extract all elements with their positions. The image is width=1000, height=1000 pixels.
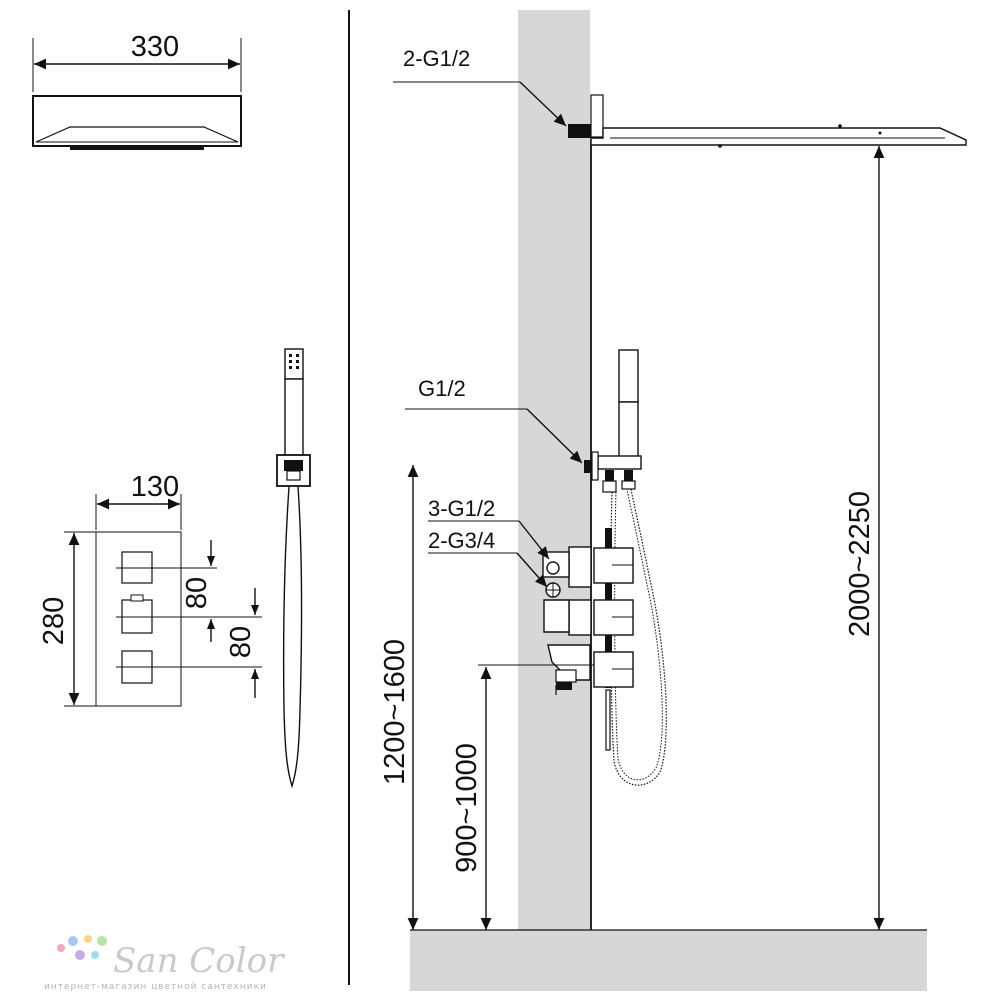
- dimension-label-head-height: 2000~2250: [844, 491, 876, 637]
- logo-dot: [97, 936, 107, 946]
- dimension-label-hand-height: 1200~1600: [379, 639, 411, 785]
- logo-dot: [84, 935, 92, 943]
- hand-shower-nozzle-head: [284, 348, 304, 380]
- wall: [518, 10, 590, 991]
- logo-dot: [57, 944, 65, 952]
- valve-handle-bottom: [116, 650, 158, 684]
- hand-shower-handle: [284, 378, 304, 457]
- top-view: 330: [32, 31, 242, 150]
- label-valve-inlet: 3-G1/2: [428, 496, 495, 521]
- dimension-label-330: 330: [131, 31, 179, 63]
- dimension-label-80-upper: 80: [181, 577, 213, 609]
- dimension-label-valve-height: 900~1000: [451, 743, 483, 873]
- dimension-label-280: 280: [38, 597, 70, 645]
- logo-dot: [68, 936, 78, 946]
- watermark-brand: San Color: [113, 941, 285, 981]
- dimension-label-130: 130: [131, 471, 179, 503]
- label-hand-inlet: G1/2: [418, 376, 466, 401]
- watermark-tagline: интернет-магазин цветной сантехники: [44, 982, 267, 992]
- floor: [410, 930, 927, 991]
- hand-shower-front-view: [276, 348, 311, 789]
- label-ceiling-inlet: 2-G1/2: [403, 46, 470, 71]
- label-valve-outlet: 2-G3/4: [428, 528, 495, 553]
- watermark-logo: San Color интернет-магазин цветной санте…: [44, 935, 285, 992]
- valve-front-view: 130 280 80 80: [38, 471, 262, 707]
- overhead-shower-top: [32, 95, 242, 150]
- dimension-label-80-lower: 80: [225, 626, 257, 658]
- logo-dot: [91, 951, 99, 959]
- valve-handle-middle: [116, 594, 158, 634]
- valve-handle-top: [116, 551, 158, 584]
- hand-shower-hose: [282, 486, 303, 789]
- side-view: 2-G1/2 G1/2: [379, 10, 967, 991]
- logo-dot: [75, 950, 85, 960]
- thermostatic-valve-side: [542, 528, 634, 751]
- overhead-shower-side: [568, 94, 967, 148]
- hand-shower-side: [584, 349, 667, 786]
